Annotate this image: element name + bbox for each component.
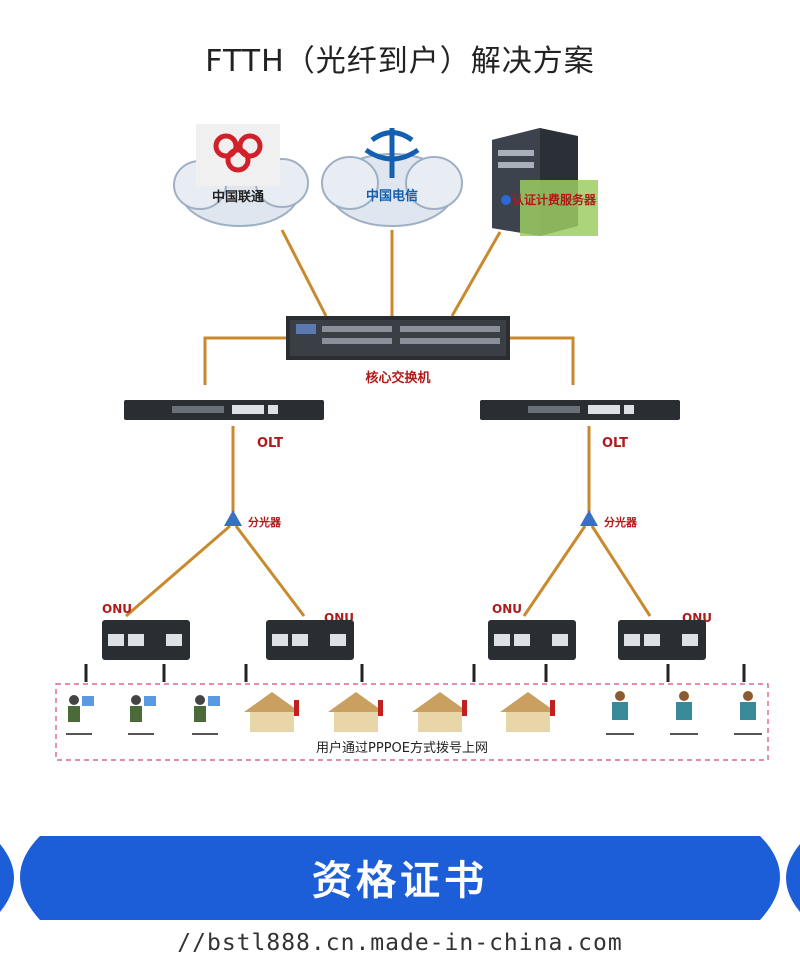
olt-left-icon: OLT	[124, 400, 324, 451]
splitter-right-label: 分光器	[604, 515, 638, 529]
user-workstation-2-icon	[128, 695, 156, 735]
onu-1-label: ONU	[102, 602, 132, 616]
link-server-core	[450, 231, 502, 317]
core-switch-label: 核心交换机	[365, 370, 430, 386]
olt-left-label: OLT	[257, 436, 283, 451]
link-splitter-onu-3	[522, 525, 587, 617]
user-workstation-3-icon	[192, 695, 220, 735]
house-1-icon	[244, 692, 300, 732]
unicom-knot-icon	[213, 133, 263, 173]
page-title: FTTH（光纤到户）解决方案	[205, 44, 595, 79]
banner-ribbon	[0, 836, 800, 920]
telecom-logo-icon	[364, 128, 420, 178]
olt-right-label: OLT	[602, 436, 628, 451]
banner-title: 资格证书	[312, 858, 488, 904]
olt-right-icon: OLT	[480, 400, 680, 451]
unicom-cloud-icon: 中国联通	[173, 124, 309, 227]
link-unicom-core	[280, 229, 328, 317]
telecom-cloud-icon: 中国电信	[321, 128, 463, 227]
link-core-olt-left	[203, 336, 286, 385]
splitter-right-icon: 分光器	[580, 510, 638, 529]
auth-server-icon: 认证计费服务器	[492, 128, 598, 236]
onu-3-label: ONU	[492, 602, 522, 616]
onu-4-icon: ONU	[618, 611, 712, 660]
telecom-label: 中国电信	[366, 188, 418, 204]
unicom-label: 中国联通	[212, 189, 264, 205]
user-terminal-2-icon	[670, 691, 698, 735]
link-core-olt-right	[510, 336, 575, 385]
link-splitter-onu-4	[590, 525, 652, 617]
house-3-icon	[412, 692, 468, 732]
drop-cables	[84, 664, 746, 682]
fiber-links	[125, 229, 652, 618]
splitter-left-icon: 分光器	[224, 510, 282, 529]
link-splitter-onu-1	[125, 524, 231, 618]
splitter-left-label: 分光器	[248, 515, 282, 529]
user-terminal-1-icon	[606, 691, 634, 735]
watermark-url: //bstl888.cn.made-in-china.com	[177, 930, 623, 956]
server-status-icon	[501, 195, 511, 205]
user-workstation-1-icon	[66, 695, 94, 735]
server-label: 认证计费服务器	[512, 192, 597, 207]
onu-2-icon: ONU	[266, 611, 354, 660]
house-2-icon	[328, 692, 384, 732]
core-switch-icon: 核心交换机	[286, 316, 510, 386]
onu-3-icon: ONU	[488, 602, 576, 660]
house-4-icon	[500, 692, 556, 732]
link-splitter-onu-2	[234, 525, 306, 617]
user-area-frame	[55, 683, 769, 761]
users-caption: 用户通过PPPOE方式拨号上网	[316, 740, 488, 756]
ftth-network-diagram: 中国联通 中国电信 认证计费服务器 核心交换机	[55, 124, 769, 761]
onu-1-icon: ONU	[102, 602, 190, 660]
user-terminal-3-icon	[734, 691, 762, 735]
